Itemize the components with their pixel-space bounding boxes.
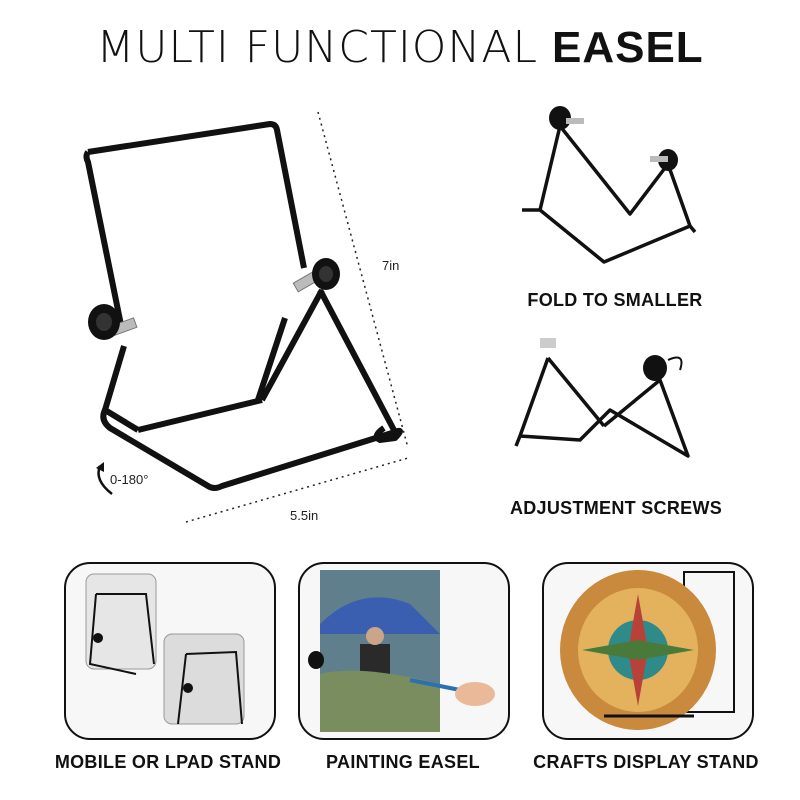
width-label: 5.5in — [290, 508, 319, 523]
left-knob-icon — [88, 304, 120, 340]
tablet-stand-image — [85, 573, 245, 725]
screw-rotate-arrow-icon — [667, 356, 683, 371]
right-knob-icon — [312, 258, 340, 290]
page-title: MULTI FUNCTIONAL EASEL — [0, 22, 800, 73]
use-label-mobile: MOBILE OR LPAD STAND — [54, 752, 282, 772]
angle-label: 0-180° — [110, 472, 149, 487]
title-bold: EASEL — [551, 23, 704, 72]
easel-back-frame — [83, 121, 325, 433]
use-label-crafts: CRAFTS DISPLAY STAND — [533, 752, 759, 772]
title-light: MULTI FUNCTIONAL — [96, 22, 538, 73]
panel-painting-easel — [298, 562, 510, 740]
fold-feature-label: FOLD TO SMALLER — [527, 290, 703, 310]
decorative-plate-image — [560, 570, 735, 730]
height-label: 7in — [382, 258, 400, 273]
easel-base — [100, 408, 403, 491]
panel-crafts-display — [542, 562, 754, 740]
screw-knob-icon — [643, 355, 667, 381]
panel-mobile-stand — [64, 562, 276, 740]
width-dimension-line — [185, 457, 409, 523]
use-label-painting: PAINTING EASEL — [326, 752, 480, 772]
painting-image — [308, 570, 495, 732]
screws-feature-label: ADJUSTMENT SCREWS — [509, 498, 723, 518]
height-dimension-line — [317, 111, 409, 449]
folded-knob-top-icon — [549, 106, 571, 130]
